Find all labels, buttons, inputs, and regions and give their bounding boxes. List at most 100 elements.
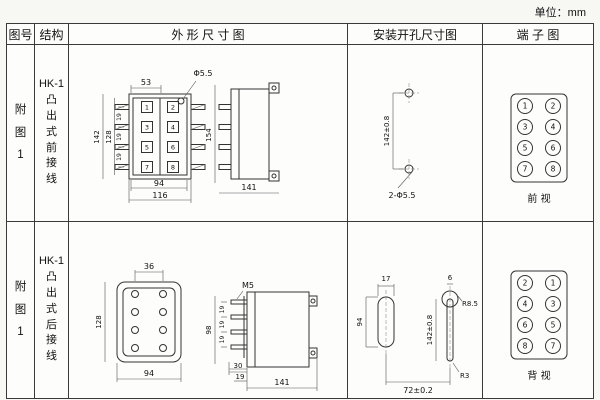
dim-label: 98 bbox=[205, 326, 213, 335]
dim-label: 94 bbox=[154, 179, 164, 188]
terminal-diagram-rear: 2 1 4 3 6 5 8 7 背 视 bbox=[510, 270, 568, 382]
structure-cell: HK-1 凸 出 式 前 接 线 bbox=[34, 44, 69, 222]
terminal-number: 5 bbox=[523, 144, 528, 153]
dim-label: Φ5.5 bbox=[193, 69, 212, 78]
dim-label: 19 bbox=[116, 133, 123, 141]
header-terminal: 端 子 图 bbox=[482, 23, 594, 45]
dim-label: 19 bbox=[219, 306, 226, 314]
fig-no-cell: 附 图 1 bbox=[6, 221, 35, 399]
structure-cell: HK-1 凸 出 式 后 接 线 bbox=[34, 221, 69, 399]
terminal-numbers: 2 1 4 3 6 5 8 7 bbox=[523, 279, 556, 351]
dim-lines bbox=[214, 296, 227, 364]
terminal-number: 6 bbox=[551, 144, 556, 153]
relay-side-view bbox=[230, 291, 318, 368]
dim-label: M5 bbox=[242, 281, 254, 290]
header-fig-no: 图号 bbox=[6, 23, 35, 45]
terminal-cell-rear: 2 1 4 3 6 5 8 7 背 视 bbox=[482, 221, 594, 399]
dim-label: 141 bbox=[274, 378, 289, 387]
terminal-number: 1 bbox=[145, 103, 149, 111]
mounting-cell-rear: 17 6 R8.5 94 142±0.8 R3 72±0.2 bbox=[347, 221, 483, 399]
terminal-diagram-front: 1 2 3 4 5 6 7 8 前 视 bbox=[510, 93, 568, 205]
terminal-number: 5 bbox=[145, 143, 149, 151]
structure-label: 凸 出 式 后 接 线 bbox=[46, 270, 57, 363]
dim-label: 53 bbox=[141, 78, 151, 87]
outline-cell-rear: 36 128 94 bbox=[68, 221, 348, 399]
terminal-grid: 1 2 3 4 5 6 7 8 bbox=[141, 101, 179, 173]
leader-line bbox=[236, 290, 244, 300]
dim-label: R8.5 bbox=[462, 300, 478, 308]
dim-label: R3 bbox=[460, 372, 469, 380]
outline-drawing-rear: 36 128 94 bbox=[95, 262, 318, 391]
dim-label: 141 bbox=[241, 183, 256, 192]
dim-label: 142±0.8 bbox=[383, 116, 391, 146]
structure-label: 凸 出 式 前 接 线 bbox=[46, 93, 57, 186]
terminal-number: 2 bbox=[551, 102, 556, 111]
mounting-drawing-front: 142±0.8 2-Φ5.5 bbox=[383, 83, 419, 200]
dim-label: 30 bbox=[234, 362, 243, 370]
dim-label: 128 bbox=[105, 130, 113, 143]
relay-front-body bbox=[128, 93, 192, 180]
terminal-number: 2 bbox=[523, 279, 528, 288]
dim-label: 94 bbox=[356, 317, 364, 326]
dim-lines bbox=[116, 363, 182, 382]
dim-label: 36 bbox=[144, 262, 154, 271]
terminal-number: 3 bbox=[523, 123, 528, 132]
dim-lines bbox=[128, 180, 192, 203]
panel-slot-left bbox=[377, 290, 395, 354]
terminal-number: 2 bbox=[171, 103, 175, 111]
header-row: 图号 结构 外 形 尺 寸 图 安装开孔尺寸图 端 子 图 bbox=[6, 23, 594, 45]
fig-no-cell: 附 图 1 bbox=[6, 44, 35, 222]
dim-label: 19 bbox=[219, 321, 226, 329]
dim-label: 19 bbox=[116, 153, 123, 161]
terminal-number: 7 bbox=[145, 163, 149, 171]
terminal-number: 3 bbox=[145, 123, 149, 131]
relay-rear-body bbox=[116, 281, 182, 363]
dim-label: 2-Φ5.5 bbox=[389, 191, 416, 200]
dim-label: 128 bbox=[95, 315, 103, 328]
terminal-number: 6 bbox=[523, 321, 528, 330]
dim-label: 72±0.2 bbox=[403, 386, 433, 395]
terminal-number: 6 bbox=[171, 143, 175, 151]
terminal-numbers: 1 2 3 4 5 6 7 8 bbox=[523, 102, 556, 174]
dim-lines bbox=[130, 85, 162, 93]
model-label: HK-1 bbox=[38, 77, 65, 90]
view-label: 前 视 bbox=[527, 192, 550, 205]
header-mounting: 安装开孔尺寸图 bbox=[347, 23, 483, 45]
terminal-number: 5 bbox=[551, 321, 556, 330]
dim-label: 19 bbox=[236, 373, 245, 381]
dim-lines bbox=[228, 359, 318, 391]
terminal-number: 1 bbox=[523, 102, 528, 111]
dim-label: 154 bbox=[205, 128, 213, 142]
terminal-number: 3 bbox=[551, 300, 556, 309]
header-structure: 结构 bbox=[34, 23, 69, 45]
dim-label: 116 bbox=[152, 191, 167, 200]
spec-table: 图号 结构 外 形 尺 寸 图 安装开孔尺寸图 端 子 图 附 图 1 HK-1… bbox=[6, 23, 594, 399]
view-label: 背 视 bbox=[527, 369, 550, 382]
terminal-number: 4 bbox=[523, 300, 528, 309]
dim-label: 142 bbox=[93, 130, 101, 143]
panel-holes bbox=[399, 83, 419, 179]
table-row-rear-wiring: 附 图 1 HK-1 凸 出 式 后 接 线 bbox=[6, 221, 594, 399]
dim-lines bbox=[214, 85, 279, 194]
dim-label: 94 bbox=[144, 369, 154, 378]
dim-lines bbox=[365, 283, 463, 385]
panel-slot-right bbox=[441, 286, 459, 368]
mounting-hole bbox=[177, 80, 197, 105]
dim-label: 17 bbox=[382, 275, 391, 283]
terminal-number: 8 bbox=[171, 163, 175, 171]
dim-label: 6 bbox=[448, 274, 453, 282]
table-row-front-wiring: 附 图 1 HK-1 凸 出 式 前 接 线 bbox=[6, 44, 594, 222]
terminal-number: 4 bbox=[551, 123, 556, 132]
terminal-block-outline bbox=[510, 93, 568, 183]
terminal-circles bbox=[517, 275, 561, 354]
mounting-drawing-rear: 17 6 R8.5 94 142±0.8 R3 72±0.2 bbox=[356, 274, 478, 395]
terminal-number: 1 bbox=[551, 279, 556, 288]
outline-drawing-front: 1 2 3 4 5 6 7 8 Φ5.5 bbox=[93, 69, 280, 203]
dim-lines bbox=[134, 270, 164, 281]
mounting-cell-front: 142±0.8 2-Φ5.5 bbox=[347, 44, 483, 222]
dim-label: 19 bbox=[219, 336, 226, 344]
terminal-number: 8 bbox=[551, 165, 556, 174]
model-label: HK-1 bbox=[38, 254, 65, 267]
terminal-block-outline bbox=[510, 270, 568, 360]
relay-side-view bbox=[218, 82, 280, 182]
